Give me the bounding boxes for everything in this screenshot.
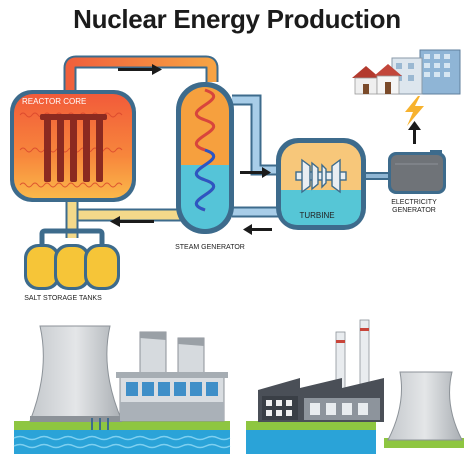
arrow-up-icon — [408, 121, 421, 144]
fuel-rods — [40, 114, 107, 182]
flow-arrow-icon — [118, 64, 162, 75]
turbine — [276, 138, 366, 230]
reactor-core — [10, 90, 136, 202]
pipes — [39, 55, 390, 244]
flow-arrow-icon — [110, 216, 154, 227]
cooling-tower — [29, 325, 123, 422]
salt-storage-tanks — [24, 244, 120, 290]
electricity-generator — [388, 150, 446, 194]
steam-generator — [176, 82, 234, 234]
label-turbine: TURBINE — [299, 211, 335, 220]
label-electricity-generator: ELECTRICITY GENERATOR — [391, 199, 437, 214]
cooling-tower — [387, 371, 463, 441]
turbine-rotor — [295, 158, 347, 194]
houses — [352, 49, 461, 95]
label-steam-generator: STEAM GENERATOR — [175, 244, 245, 251]
flow-arrow-icon — [240, 167, 271, 178]
flow-arrows — [110, 64, 272, 235]
page-title: Nuclear Energy Production — [73, 4, 401, 34]
power-plant-scene — [13, 319, 464, 454]
flow-arrow-icon — [243, 224, 272, 235]
label-salt-storage-tanks: SALT STORAGE TANKS — [24, 295, 102, 302]
lightning-bolt-icon — [405, 96, 424, 126]
label-reactor-core: REACTOR CORE — [22, 97, 87, 106]
chimneys — [139, 331, 205, 379]
